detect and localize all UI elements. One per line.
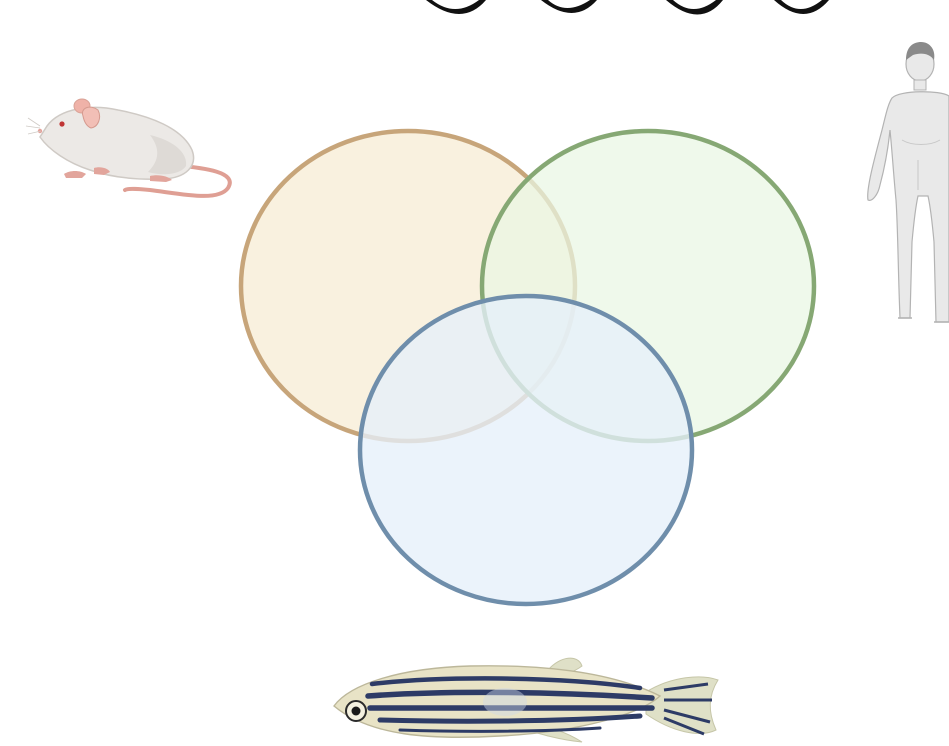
set-circle-zebrafish (360, 296, 692, 604)
mouse-icon (26, 99, 230, 196)
cropped-top-marks (426, 0, 829, 15)
venn-circles (241, 131, 814, 604)
human-icon (868, 42, 949, 322)
zebrafish-icon (334, 658, 718, 742)
